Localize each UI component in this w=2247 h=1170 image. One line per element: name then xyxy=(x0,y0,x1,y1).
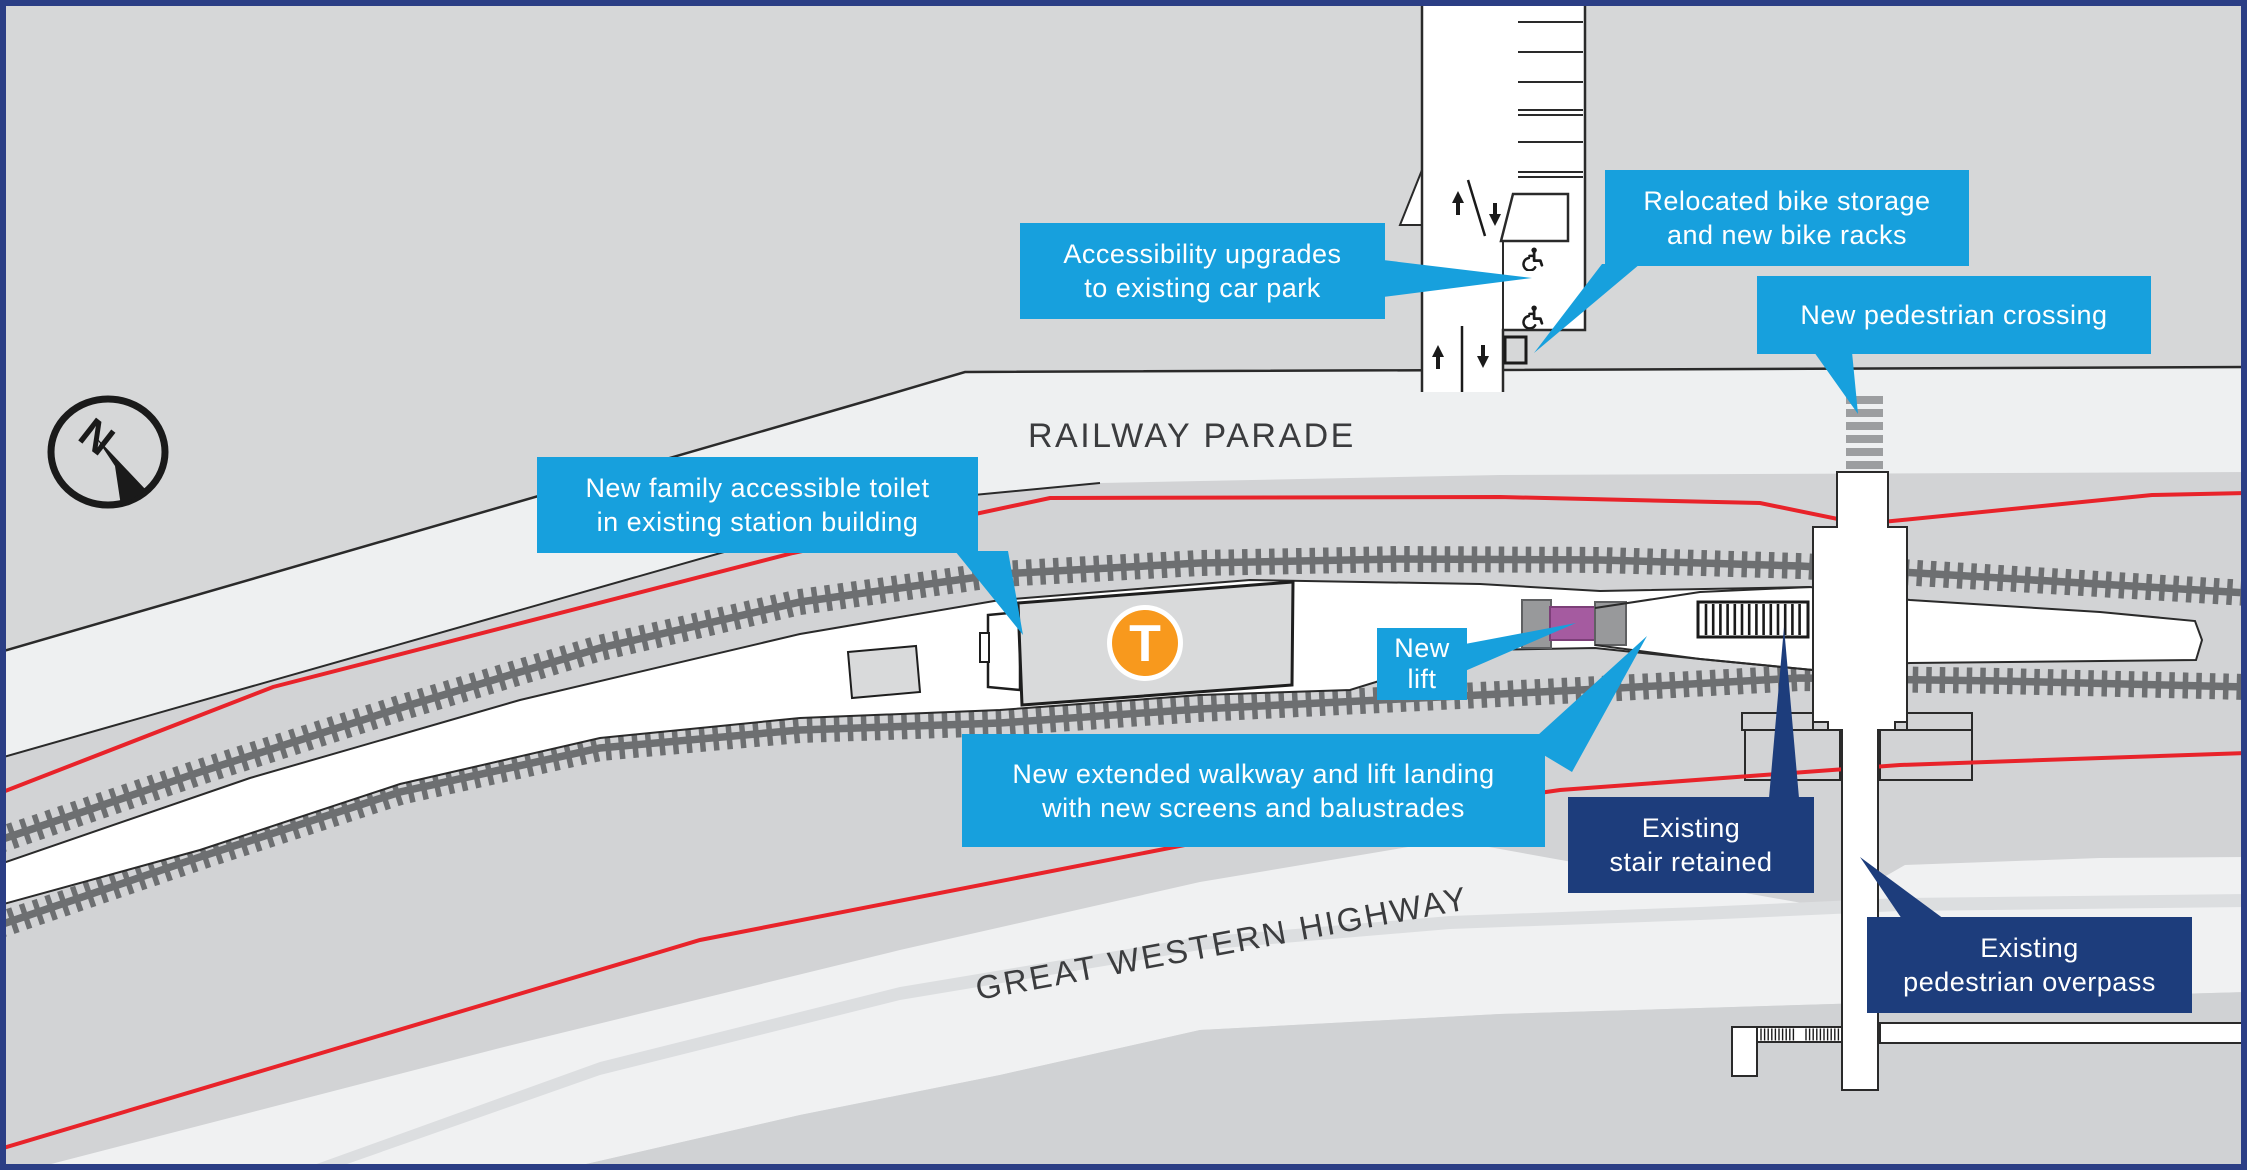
south-footpath xyxy=(1731,1022,2247,1077)
crossing-stripe xyxy=(1846,461,1883,469)
car-park-bays-area xyxy=(1503,5,1585,330)
callout-existing-stair: Existing stair retained xyxy=(1568,797,1814,893)
ramp-hatch-lines xyxy=(1760,1028,1840,1041)
railway-parade-north-kerb xyxy=(0,365,2247,654)
tail-existing-stair xyxy=(1769,627,1799,798)
callout-text: New pedestrian crossing xyxy=(1800,300,2108,330)
callout-accessibility-upgrades: Accessibility upgrades to existing car p… xyxy=(1020,223,1385,319)
callout-text: Existing xyxy=(1980,933,2079,963)
callout-new-lift: New lift xyxy=(1377,628,1467,700)
crossing-stripe xyxy=(1846,409,1883,417)
stair-ramp xyxy=(1756,1026,1843,1043)
accessible-parking-bay xyxy=(1499,192,1570,243)
station-buildings: T xyxy=(846,580,1814,707)
lift-landing-east xyxy=(1594,601,1627,646)
walkway-north-balustrade xyxy=(1594,586,1811,609)
callout-text: stair retained xyxy=(1609,847,1773,877)
tail-walkway xyxy=(1527,636,1647,772)
railway-parade-label: RAILWAY PARADE xyxy=(1028,417,1356,455)
callout-text: New extended walkway and lift landing xyxy=(1012,758,1495,789)
tail-accessibility xyxy=(1383,260,1532,297)
callout-text: and new bike racks xyxy=(1666,220,1908,250)
annex-bump xyxy=(979,632,990,663)
platform-shed xyxy=(846,644,922,700)
crossing-stripe xyxy=(1846,422,1883,430)
callout-text: to existing car park xyxy=(1084,273,1321,303)
rail-boundary-red-north xyxy=(0,491,2247,795)
footpath-strip xyxy=(1879,1022,2247,1044)
tail-bike-storage xyxy=(1534,264,1640,353)
traffic-arrow-icons xyxy=(1432,191,1501,369)
existing-stairs xyxy=(1696,600,1810,639)
callout-text: New family accessible toilet xyxy=(585,473,930,503)
parking-bay-lines xyxy=(1518,21,1583,178)
crossing-stripe xyxy=(1846,396,1883,404)
lane-divider-upper xyxy=(1466,179,1487,237)
pedestrian-crossing-stripes xyxy=(1846,396,1883,469)
tail-new-lift xyxy=(1465,623,1576,671)
lift-structure xyxy=(1521,599,1627,649)
callout-tails xyxy=(955,260,1944,919)
callout-text: lift xyxy=(1407,664,1437,694)
crossing-stripe xyxy=(1846,448,1883,456)
car-park-right-edge xyxy=(1501,5,1587,392)
great-western-highway-road xyxy=(28,840,2247,1170)
callout-text: with new screens and balustrades xyxy=(1042,792,1465,823)
tail-family-toilet xyxy=(955,551,1023,635)
callout-bike-storage: Relocated bike storage and new bike rack… xyxy=(1605,170,1969,266)
callout-text: in existing station building xyxy=(596,507,919,537)
callout-text: Relocated bike storage xyxy=(1643,186,1931,216)
callout-text: New xyxy=(1394,633,1450,663)
railway-parade-road xyxy=(0,367,2247,758)
ramp-landing xyxy=(1731,1026,1758,1077)
walkway-south-balustrade xyxy=(1594,644,1814,671)
svg-text:T: T xyxy=(1129,615,1161,673)
bike-storage-marker xyxy=(1503,335,1528,365)
callout-pedestrian-crossing: New pedestrian crossing xyxy=(1757,276,2151,354)
tail-crossing xyxy=(1814,352,1858,414)
tail-existing-overpass xyxy=(1860,857,1944,919)
callout-text: pedestrian overpass xyxy=(1903,967,2156,997)
pedestrian-overpass xyxy=(1812,471,1908,1091)
callout-text: Existing xyxy=(1641,813,1741,843)
callout-extended-walkway: New extended walkway and lift landing wi… xyxy=(962,734,1545,847)
callout-existing-overpass: Existing pedestrian overpass xyxy=(1867,917,2192,1013)
crossing-stripe xyxy=(1846,435,1883,443)
car-park-driveway xyxy=(1422,5,1503,392)
callout-text: Accessibility upgrades xyxy=(1063,239,1342,269)
callout-family-toilet: New family accessible toilet in existing… xyxy=(537,457,978,553)
t-logo: T xyxy=(1107,605,1183,681)
car-park xyxy=(1398,5,1587,392)
